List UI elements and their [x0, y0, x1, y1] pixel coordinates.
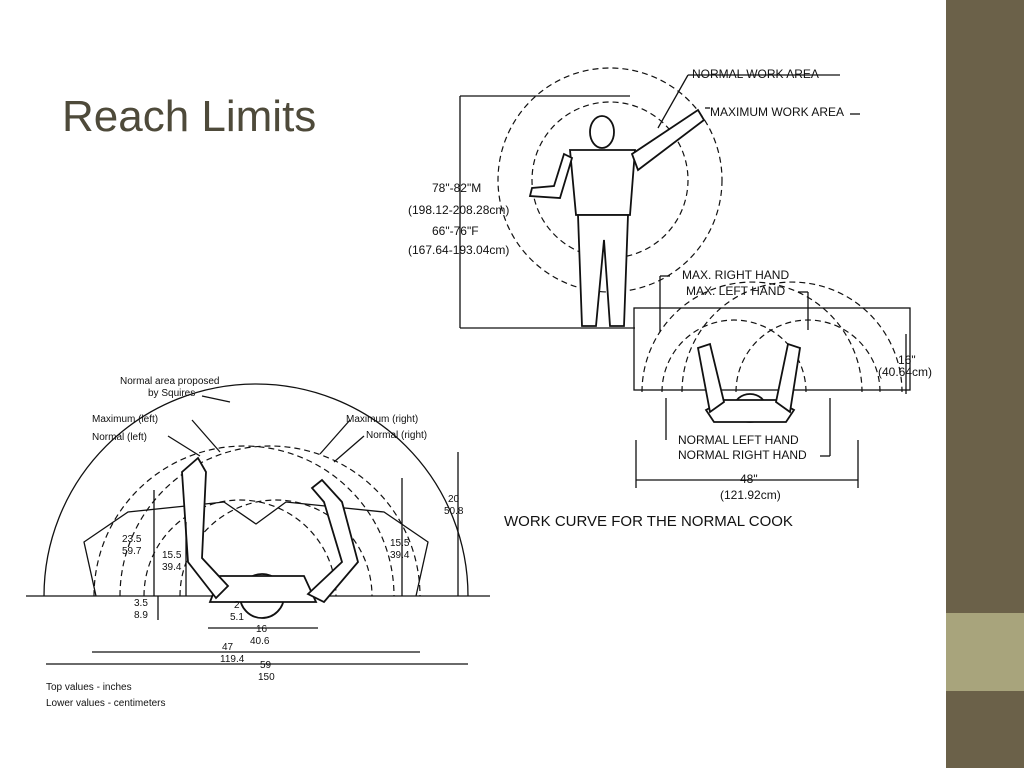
dim-total-height-in: 20: [448, 494, 460, 505]
label-normal-left-hand: NORMAL LEFT HAND: [678, 433, 799, 447]
legend-top-values: Top values - inches: [46, 682, 132, 693]
maximum-reach-outer-arc: [43, 383, 469, 597]
label-normal-right: Normal (right): [366, 430, 427, 441]
label-normal-area: Normal area proposed: [120, 376, 220, 387]
squires-reach-drawing: Normal area proposed by Squires Maximum …: [26, 376, 490, 709]
dim-norm-left-in: 15.5: [162, 550, 182, 561]
squires-label-leader: [201, 395, 231, 403]
figure-work-curve: NORMAL WORK AREA MAXIMUM WORK AREA 78"-8…: [380, 30, 946, 545]
label-max-left-hand: MAX. LEFT HAND: [686, 284, 785, 298]
work-curve-drawing: NORMAL WORK AREA MAXIMUM WORK AREA 78"-8…: [408, 67, 932, 530]
label-normal-left: Normal (left): [92, 432, 147, 443]
dim-body-cm: 8.9: [134, 610, 148, 621]
seated-figure-top: [696, 342, 802, 423]
label-maximum-left: Maximum (left): [92, 414, 158, 425]
maximum-right-arc: [119, 445, 421, 597]
depth-cm: (40.64cm): [878, 365, 932, 379]
dim-max-left-in: 23.5: [122, 534, 142, 545]
dim-small-in: 2: [234, 600, 240, 611]
dim-norm-right-in: 15.5: [390, 538, 410, 549]
label-max-right-hand: MAX. RIGHT HAND: [682, 268, 789, 282]
normal-area-leader: [657, 74, 689, 129]
legend-lower-values: Lower values - centimeters: [46, 698, 166, 709]
label-maximum-right: Maximum (right): [346, 414, 418, 425]
dim-body-in: 3.5: [134, 598, 148, 609]
seated-figure-arms: [181, 456, 359, 619]
slide-edge-bottom-band: [946, 691, 1024, 768]
normal-left-leader: [167, 435, 201, 457]
height-male-inches: 78"-82"M: [432, 181, 481, 195]
dim-shoulder-cm: 40.6: [250, 636, 270, 647]
normal-right-leader: [333, 435, 365, 463]
figure-caption: WORK CURVE FOR THE NORMAL COOK: [504, 513, 793, 530]
depth-inches: 16": [898, 353, 916, 367]
dim-normal-span-cm: 119.4: [220, 654, 245, 665]
dim-normal-span-in: 47: [222, 642, 234, 653]
slide-edge-top-band: [946, 0, 1024, 613]
slide-edge-accent-band: [946, 613, 1024, 691]
dim-total-height-cm: 50.8: [444, 506, 464, 517]
dim-max-span-in: 59: [260, 660, 272, 671]
width-inches: 48": [740, 472, 758, 486]
standing-figure: [528, 108, 706, 327]
max-left-hand-arc: [641, 281, 863, 393]
label-normal-area-line2: by Squires: [148, 388, 195, 399]
dim-norm-left-cm: 39.4: [162, 562, 182, 573]
height-male-cm: (198.12-208.28cm): [408, 203, 509, 217]
height-female-cm: (167.64-193.04cm): [408, 243, 509, 257]
squires-normal-area-outline: [83, 501, 429, 597]
figure-squires-reach: Normal area proposed by Squires Maximum …: [24, 362, 494, 714]
label-normal-right-hand: NORMAL RIGHT HAND: [678, 448, 807, 462]
height-female-inches: 66"-76"F: [432, 224, 479, 238]
maximum-left-arc: [93, 445, 395, 597]
maximum-left-leader: [191, 419, 221, 453]
slide-title: Reach Limits: [62, 92, 317, 141]
dim-max-span-cm: 150: [258, 672, 275, 683]
dim-shoulder-in: 16: [256, 624, 268, 635]
width-cm: (121.92cm): [720, 488, 781, 502]
dim-norm-right-cm: 39.4: [390, 550, 410, 561]
normal-right-hand-arc: [735, 319, 881, 393]
label-maximum-work-area: MAXIMUM WORK AREA: [710, 105, 844, 119]
dim-max-left-cm: 59.7: [122, 546, 142, 557]
max-right-hand-arc: [681, 281, 903, 393]
label-normal-work-area: NORMAL WORK AREA: [692, 67, 819, 81]
countertop-outline: [633, 307, 911, 391]
dim-small-cm: 5.1: [230, 612, 244, 623]
maximum-right-leader: [319, 419, 351, 455]
